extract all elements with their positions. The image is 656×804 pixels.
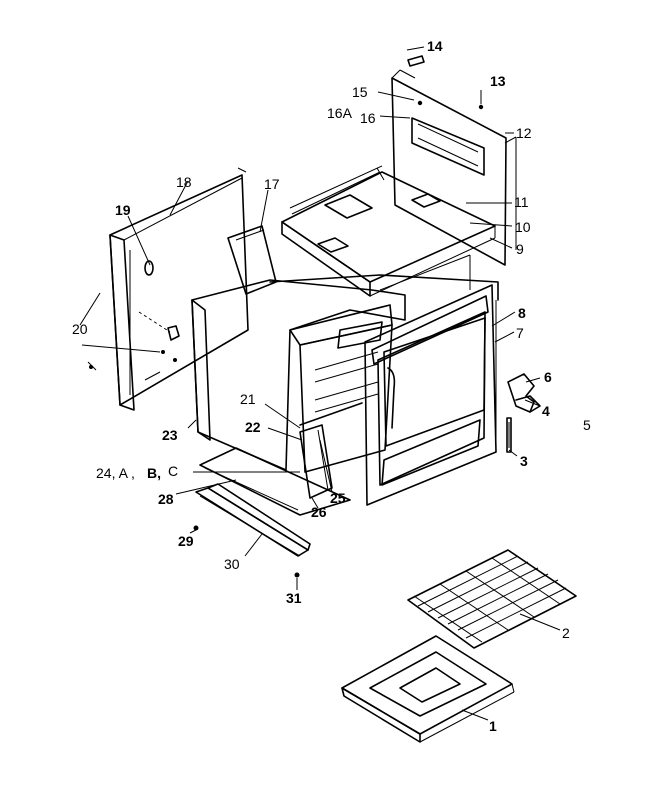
top-panel xyxy=(281,165,496,297)
callout-5: 5 xyxy=(583,417,591,433)
callout-19: 19 xyxy=(115,202,131,218)
callout-13: 13 xyxy=(490,73,506,89)
callout-24-b: B, xyxy=(147,465,161,481)
callout-26: 26 xyxy=(311,504,327,520)
callout-3: 3 xyxy=(520,453,528,469)
callout-18: 18 xyxy=(176,174,192,190)
oven-body xyxy=(191,254,499,473)
callout-20: 20 xyxy=(72,321,88,337)
left-side-panel xyxy=(109,167,249,411)
callout-16a: 16A xyxy=(327,105,353,121)
oven-rack xyxy=(407,549,577,649)
callout-10: 10 xyxy=(515,219,531,235)
callout-2: 2 xyxy=(562,625,570,641)
callout-8: 8 xyxy=(518,305,526,321)
callout-21: 21 xyxy=(240,391,256,407)
oven-bottom-panel xyxy=(199,447,351,516)
callout-9: 9 xyxy=(516,241,524,257)
callout-11: 11 xyxy=(514,194,529,210)
callout-31: 31 xyxy=(286,590,302,606)
broiler-pan xyxy=(341,635,515,743)
callout-labels: 14 13 15 16A 16 12 18 17 19 11 10 9 20 8… xyxy=(72,38,591,734)
callout-15: 15 xyxy=(352,84,368,100)
callout-28: 28 xyxy=(158,491,174,507)
callout-30: 30 xyxy=(224,556,240,572)
bake-element xyxy=(299,424,333,499)
door-hinge xyxy=(507,373,541,413)
callout-7: 7 xyxy=(516,325,524,341)
callout-4: 4 xyxy=(542,403,550,419)
callout-25: 25 xyxy=(330,490,346,506)
door-spring xyxy=(506,417,512,453)
callout-16: 16 xyxy=(360,110,376,126)
leader-lines xyxy=(79,46,561,721)
screws xyxy=(89,365,300,578)
callout-17: 17 xyxy=(264,176,280,192)
callout-22: 22 xyxy=(245,419,261,435)
callout-24-a: 24, A , xyxy=(96,465,135,481)
rear-panel xyxy=(391,55,517,266)
callout-29: 29 xyxy=(178,533,194,549)
oven-door xyxy=(364,284,497,506)
callout-14: 14 xyxy=(427,38,443,54)
callout-1: 1 xyxy=(489,718,497,734)
callout-6: 6 xyxy=(544,369,552,385)
callout-12: 12 xyxy=(516,125,532,141)
callout-23: 23 xyxy=(162,427,178,443)
callout-24-c: C xyxy=(168,463,178,479)
